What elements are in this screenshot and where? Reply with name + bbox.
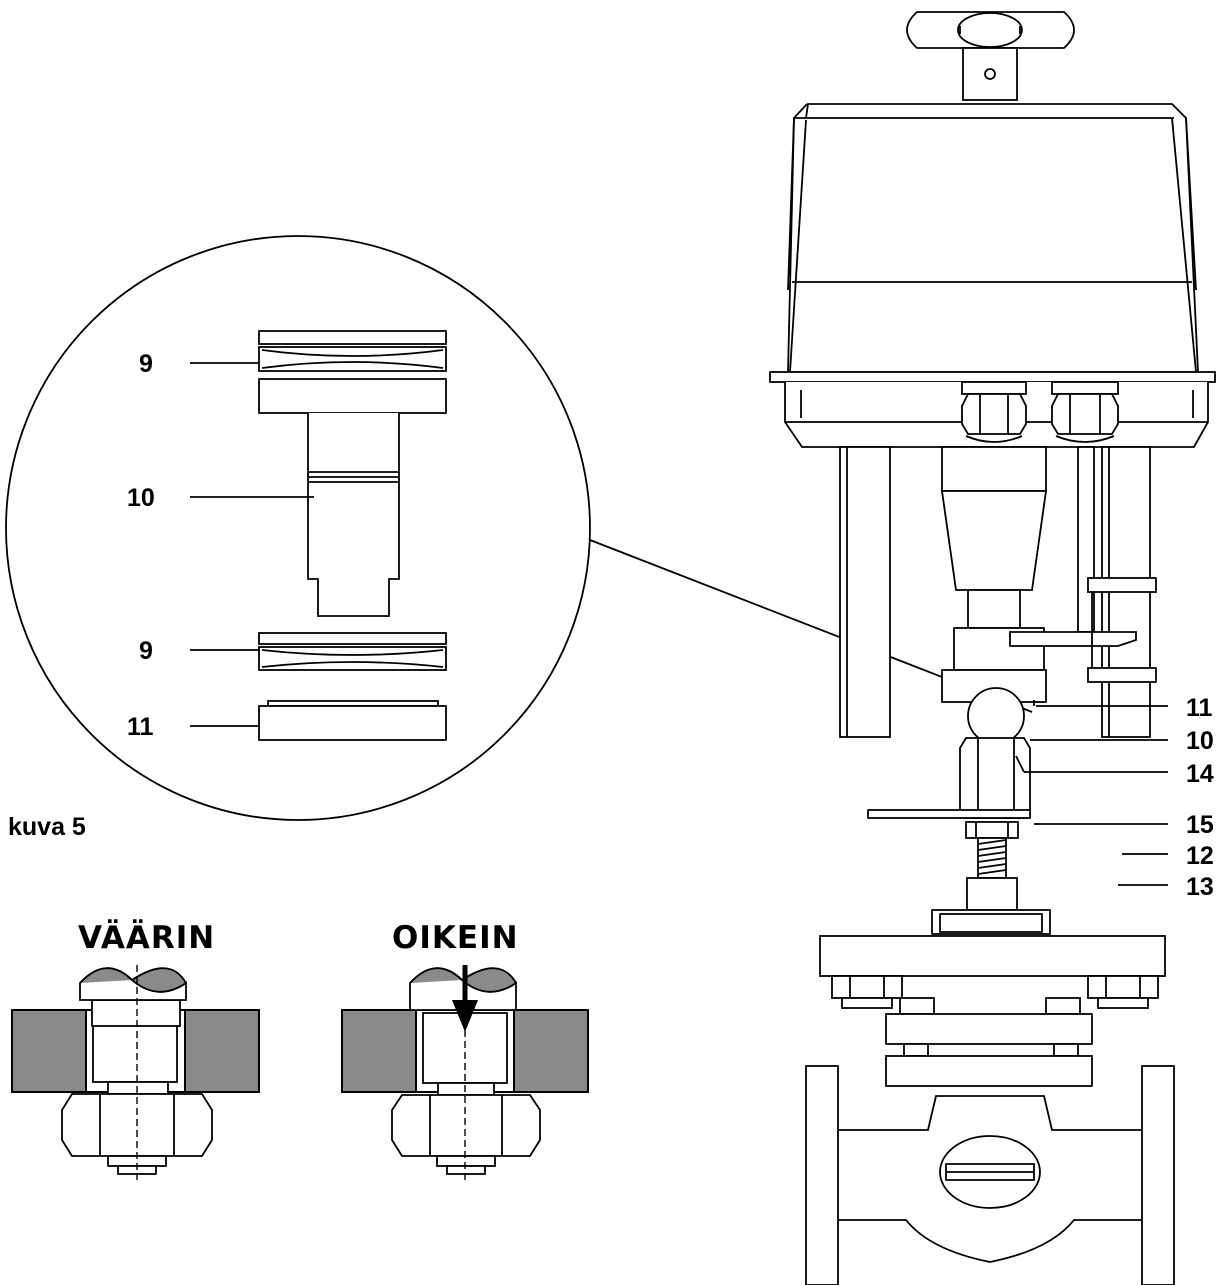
callout-11-detail: 11 [127, 713, 154, 741]
callout-9-bottom: 9 [139, 637, 153, 665]
callout-13: 13 [1186, 873, 1214, 901]
stem-part [307, 413, 400, 617]
wrong-assembly [11, 965, 260, 1180]
callout-10: 10 [1186, 727, 1214, 755]
wrong-label: VÄÄRIN [78, 920, 215, 956]
callout-15: 15 [1186, 811, 1214, 839]
valve-body [805, 1065, 1175, 1285]
seal-pack-top [258, 330, 447, 414]
cable-gland-right [1051, 381, 1119, 443]
callout-10-detail: 10 [127, 484, 155, 512]
main-callouts: 11 10 14 15 12 13 [1015, 694, 1214, 901]
callout-11: 11 [1186, 694, 1213, 722]
callout-12: 12 [1186, 842, 1214, 870]
ring-part [258, 700, 447, 741]
figure-caption: kuva 5 [8, 813, 86, 841]
callout-9-top: 9 [139, 350, 153, 378]
right-assembly [341, 965, 589, 1180]
seal-pack-bottom [258, 632, 447, 671]
detail-magnifier: 9 10 9 11 [5, 235, 1033, 821]
actuator-assembly [769, 11, 1216, 1285]
right-label: OIKEIN [392, 920, 519, 956]
callout-14: 14 [1186, 760, 1214, 788]
cable-gland-left [961, 381, 1027, 443]
